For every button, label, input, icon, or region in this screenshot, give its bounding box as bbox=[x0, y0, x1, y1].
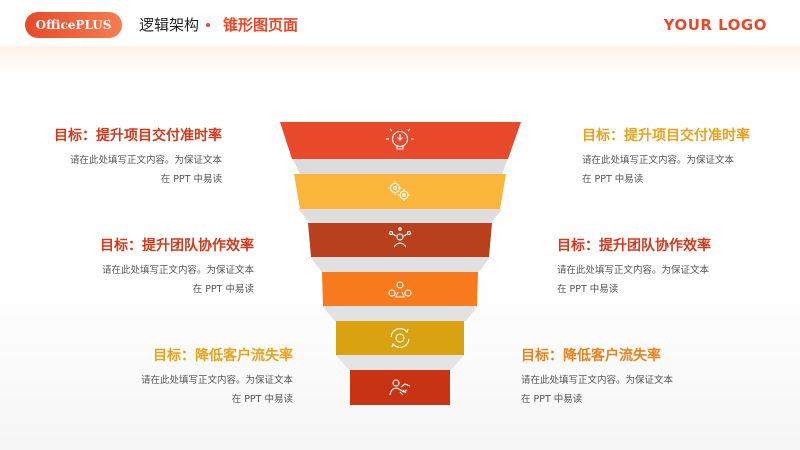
header: OfficePLUS 逻辑架构 锥形图页面 YOUR LOGO bbox=[0, 0, 800, 52]
goal-title: 目标：降低客户流失率 bbox=[521, 348, 661, 364]
lightbulb-icon bbox=[386, 128, 414, 150]
goal-title: 目标：提升团队协作效率 bbox=[557, 238, 711, 254]
team-icon bbox=[388, 281, 412, 298]
left-goal-2: 目标：提升团队协作效率 请在此处填写正文内容。为保证文本 在 PPT 中易读 bbox=[14, 236, 254, 299]
goal-description: 请在此处填写正文内容。为保证文本 在 PPT 中易读 bbox=[557, 265, 710, 295]
officeplus-badge[interactable]: OfficePLUS bbox=[25, 12, 122, 38]
cycle-coin-icon bbox=[390, 328, 410, 348]
logo-placeholder: YOUR LOGO bbox=[663, 16, 767, 34]
goal-title: 目标：降低客户流失率 bbox=[153, 348, 293, 364]
goal-title: 目标：提升项目交付准时率 bbox=[54, 128, 222, 144]
funnel-layer-1[interactable] bbox=[280, 122, 521, 159]
person-network-icon bbox=[388, 227, 412, 248]
goal-description: 请在此处填写正文内容。为保证文本 在 PPT 中易读 bbox=[582, 155, 735, 185]
funnel-layer-5[interactable] bbox=[336, 321, 464, 355]
funnel-connector bbox=[292, 158, 508, 174]
funnel-connector bbox=[310, 257, 490, 272]
goal-description: 请在此处填写正文内容。为保证文本 在 PPT 中易读 bbox=[101, 265, 254, 295]
title-separator-dot bbox=[206, 23, 210, 27]
goal-description: 请在此处填写正文内容。为保证文本 在 PPT 中易读 bbox=[521, 375, 674, 405]
header-glow bbox=[0, 46, 800, 76]
goal-description: 请在此处填写正文内容。为保证文本 在 PPT 中易读 bbox=[69, 155, 222, 185]
funnel-connector bbox=[336, 355, 464, 370]
handshake-icon bbox=[389, 379, 411, 396]
funnel-layer-6[interactable] bbox=[350, 370, 450, 405]
goal-title: 目标：提升项目交付准时率 bbox=[582, 128, 750, 144]
section-title: 逻辑架构 bbox=[139, 16, 200, 34]
funnel-connector bbox=[298, 209, 502, 223]
funnel-layer-2[interactable] bbox=[294, 174, 506, 209]
goal-title: 目标：提升团队协作效率 bbox=[100, 238, 254, 254]
page-title: 锥形图页面 bbox=[223, 16, 299, 34]
right-goal-2: 目标：提升团队协作效率 请在此处填写正文内容。为保证文本 在 PPT 中易读 bbox=[557, 236, 797, 299]
funnel-layer-4[interactable] bbox=[322, 272, 478, 306]
left-goal-1: 目标：提升项目交付准时率 请在此处填写正文内容。为保证文本 在 PPT 中易读 bbox=[0, 126, 222, 189]
gears-icon bbox=[388, 181, 410, 201]
right-goal-3: 目标：降低客户流失率 请在此处填写正文内容。为保证文本 在 PPT 中易读 bbox=[521, 346, 761, 409]
left-goal-3: 目标：降低客户流失率 请在此处填写正文内容。为保证文本 在 PPT 中易读 bbox=[53, 346, 293, 409]
funnel-connector bbox=[322, 306, 478, 321]
right-goal-1: 目标：提升项目交付准时率 请在此处填写正文内容。为保证文本 在 PPT 中易读 bbox=[582, 126, 800, 189]
goal-description: 请在此处填写正文内容。为保证文本 在 PPT 中易读 bbox=[140, 375, 293, 405]
